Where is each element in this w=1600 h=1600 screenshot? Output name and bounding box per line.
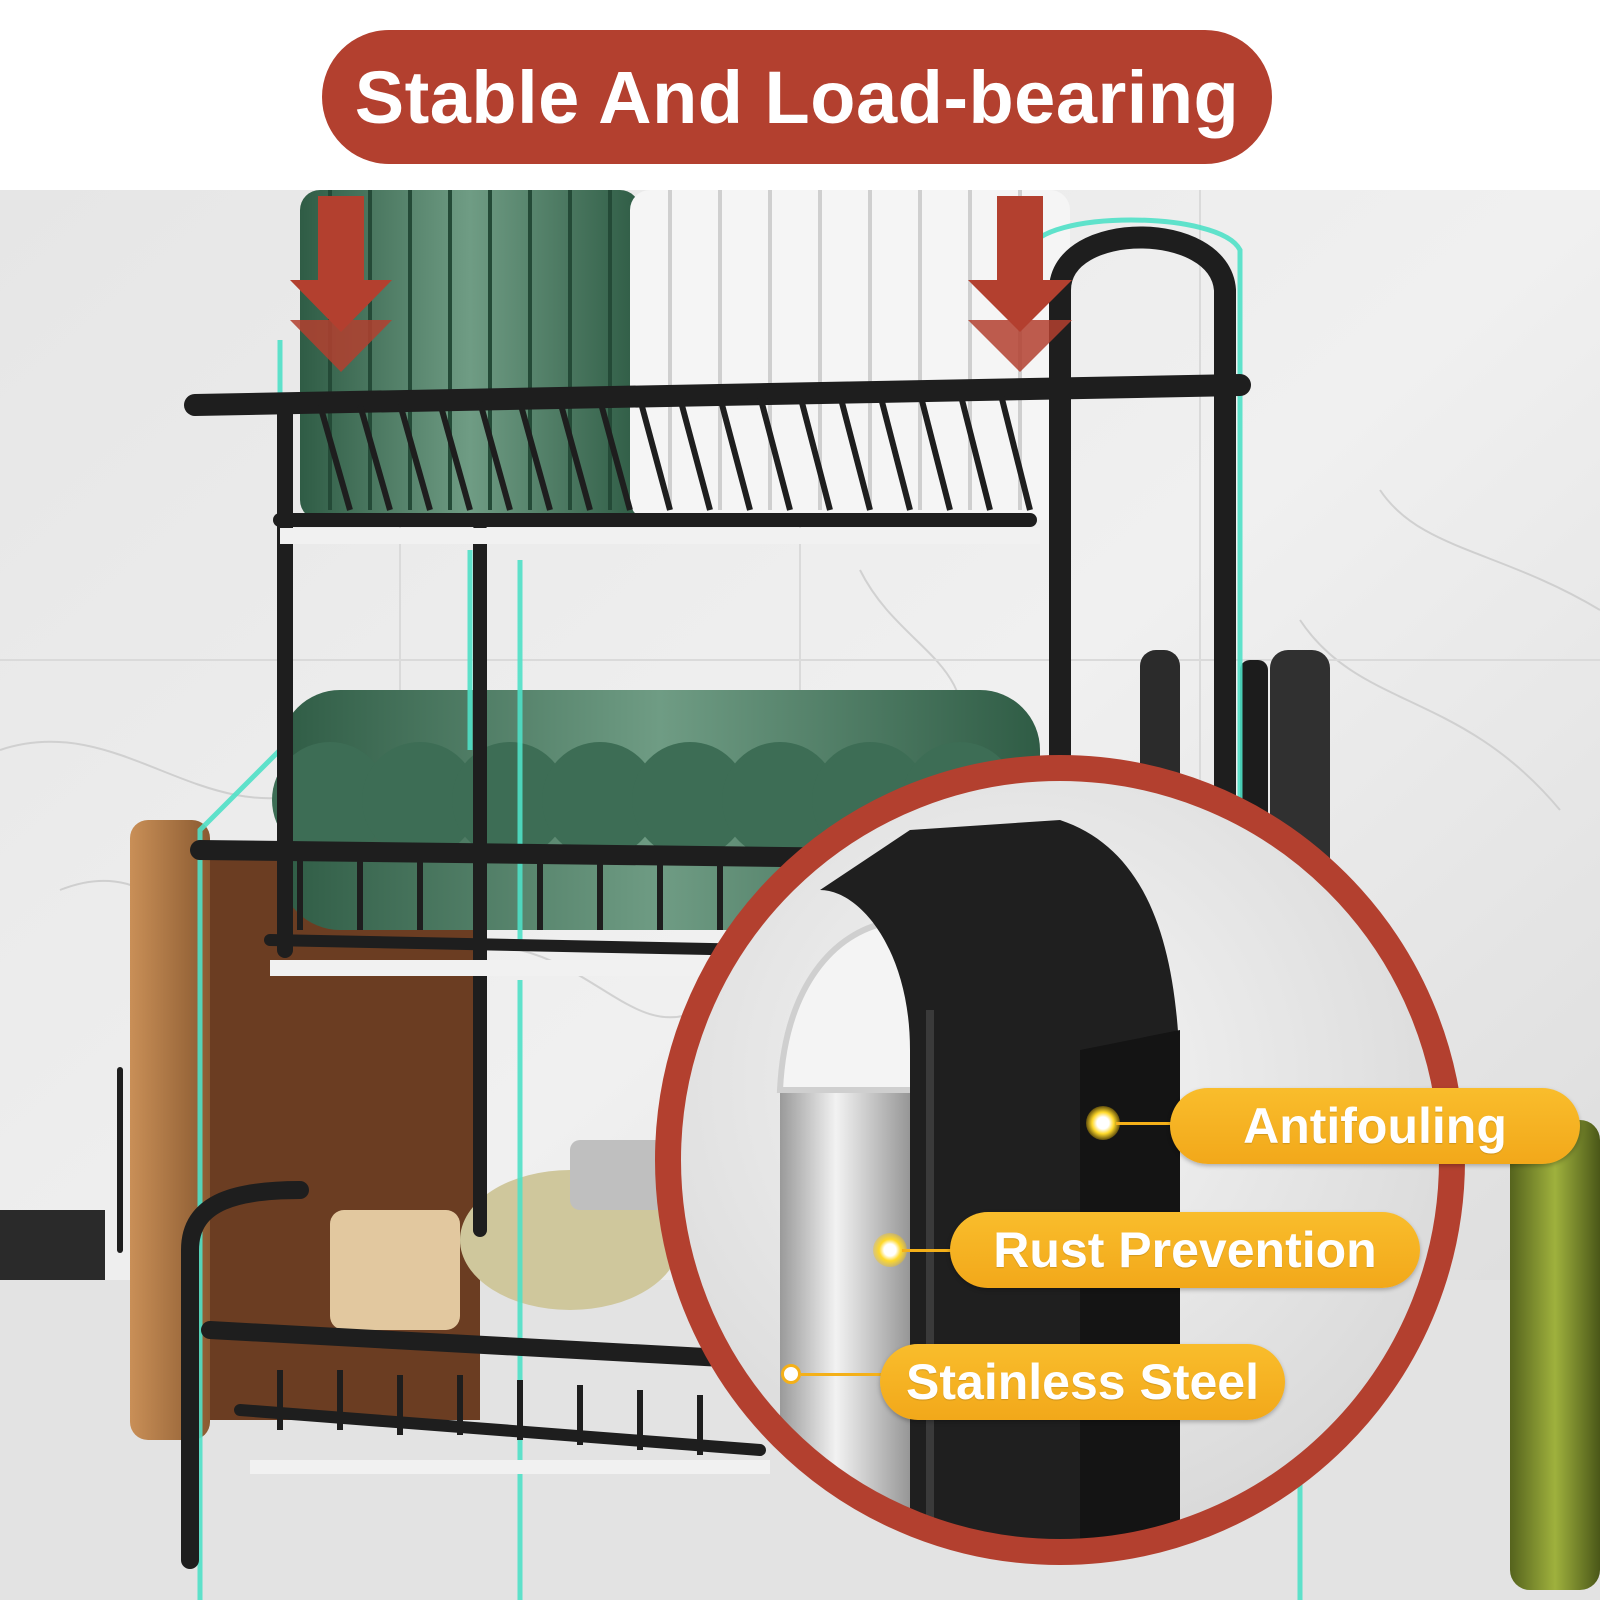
- mug: [330, 1210, 460, 1330]
- title-banner: Stable And Load-bearing: [322, 30, 1272, 164]
- rack-slats: [277, 390, 1033, 1455]
- oil-bottle: [1510, 1120, 1600, 1590]
- leader-line: [1116, 1122, 1176, 1125]
- down-arrow-icon: [290, 196, 392, 372]
- feature-stainless-steel: Stainless Steel: [880, 1344, 1285, 1420]
- product-photo: [0, 190, 1600, 1600]
- banner-title: Stable And Load-bearing: [354, 55, 1240, 139]
- feature-rust-prevention-label: Rust Prevention: [993, 1222, 1377, 1278]
- indicator-dot-icon: [781, 1364, 801, 1384]
- feature-antifouling: Antifouling: [1170, 1088, 1580, 1164]
- top-plates: [300, 190, 1070, 520]
- leader-line: [902, 1249, 957, 1252]
- down-arrow-icon: [968, 196, 1072, 372]
- indicator-dot-icon: [1086, 1106, 1120, 1140]
- leader-line: [801, 1373, 886, 1376]
- feature-stainless-steel-label: Stainless Steel: [906, 1354, 1259, 1410]
- feature-antifouling-label: Antifouling: [1243, 1098, 1507, 1154]
- feature-rust-prevention: Rust Prevention: [950, 1212, 1420, 1288]
- indicator-dot-icon: [873, 1233, 907, 1267]
